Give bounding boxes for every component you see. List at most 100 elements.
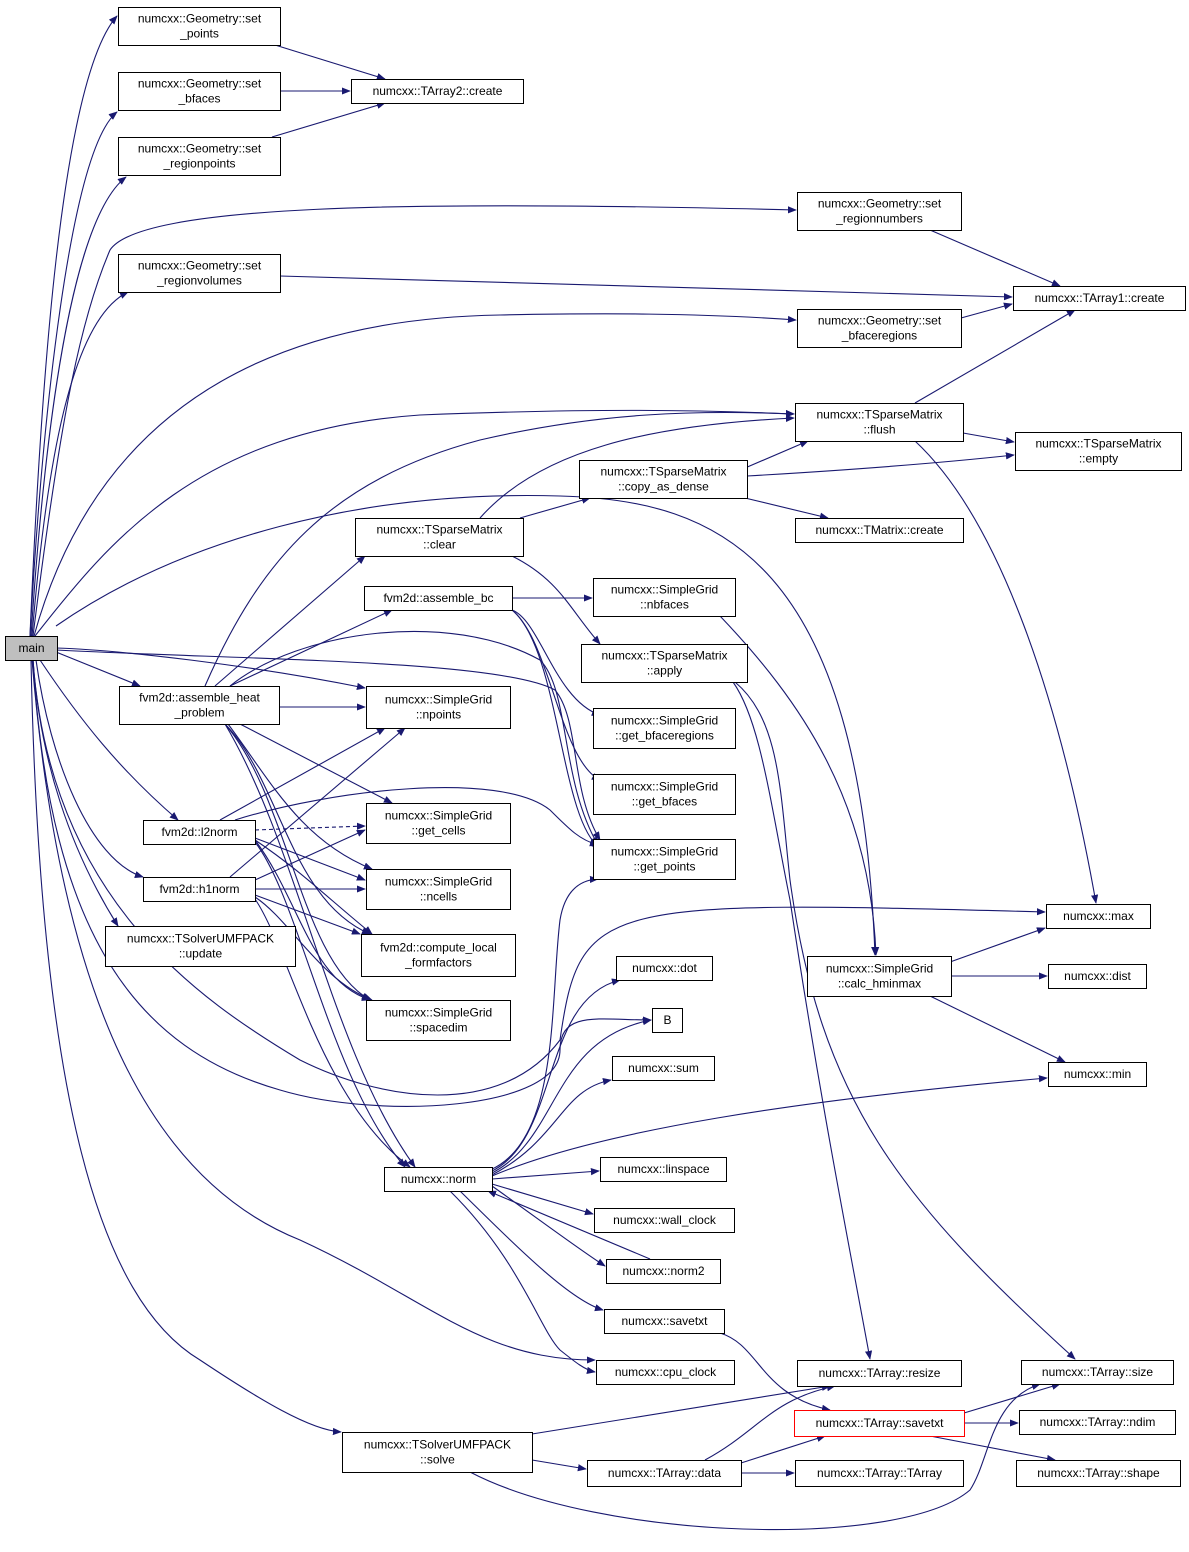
node-tarray_size[interactable]: numcxx::TArray::size [1021,1360,1174,1385]
node-label: numcxx::norm [401,1172,476,1186]
node-dist[interactable]: numcxx::dist [1048,964,1147,989]
node-tarray_ctor[interactable]: numcxx::TArray::TArray [795,1460,964,1487]
node-shape[interactable]: numcxx::TArray::shape [1016,1460,1181,1487]
edge-assemble_bc-to-get_bfaces [511,609,601,781]
edge-l2norm-to-npoints [219,727,386,821]
edge-l2norm-to-ncells [254,837,366,881]
node-copy_as_dense[interactable]: numcxx::TSparseMatrix::copy_as_dense [579,460,748,499]
node-assemble_heat[interactable]: fvm2d::assemble_heat_problem [119,686,280,725]
node-label: numcxx::Geometry::set [138,142,262,156]
edge-set_regionpoints-to-tarray2_create [271,101,386,138]
node-empty[interactable]: numcxx::TSparseMatrix::empty [1015,432,1182,471]
node-label: numcxx::SimpleGrid [611,583,718,597]
node-wall_clock[interactable]: numcxx::wall_clock [594,1208,735,1233]
node-label: numcxx::Geometry::set [138,77,262,91]
edge-nbfaces-to-calc_hminmax [719,615,880,956]
node-tarray_savetxt[interactable]: numcxx::TArray::savetxt [794,1410,965,1437]
node-get_bfaceregions[interactable]: numcxx::SimpleGrid::get_bfaceregions [593,708,736,749]
node-box [606,1259,721,1284]
node-tmatrix_create[interactable]: numcxx::TMatrix::create [795,518,964,543]
node-norm2[interactable]: numcxx::norm2 [606,1259,721,1284]
edge-assemble_bc-to-get_bfaceregions [511,609,601,716]
node-norm[interactable]: numcxx::norm [384,1167,493,1192]
node-set_bfaces[interactable]: numcxx::Geometry::set_bfaces [118,72,281,111]
node-tarray1_create[interactable]: numcxx::TArray1::create [1013,286,1186,311]
node-label: ::nbfaces [640,598,689,612]
node-ncells[interactable]: numcxx::SimpleGrid::ncells [366,869,511,910]
node-label: numcxx::sum [628,1061,699,1075]
node-box [604,1309,725,1334]
edge-clear-to-flush [479,414,795,519]
node-ndim[interactable]: numcxx::TArray::ndim [1019,1410,1176,1435]
node-assemble_bc[interactable]: fvm2d::assemble_bc [364,586,513,611]
node-label: _problem [173,706,224,720]
node-l2norm[interactable]: fvm2d::l2norm [143,820,256,845]
node-label: _bfaces [177,92,220,106]
node-set_regionvolumes[interactable]: numcxx::Geometry::set_regionvolumes [118,254,281,293]
node-set_bfaceregions[interactable]: numcxx::Geometry::set_bfaceregions [797,309,962,348]
edge-main-to-l2norm [39,659,179,821]
edge-tarray_data-to-resize [704,1384,836,1461]
node-dot[interactable]: numcxx::dot [616,956,713,981]
node-B[interactable]: B [652,1008,683,1033]
node-label: numcxx::TSparseMatrix [601,649,727,663]
edge-flush-to-empty [962,432,1015,445]
edge-norm-to-savetxt [459,1190,604,1312]
node-linspace[interactable]: numcxx::linspace [600,1157,727,1182]
edge-norm-to-cpu_clock [449,1190,596,1374]
node-max[interactable]: numcxx::max [1046,904,1151,929]
node-cpu_clock[interactable]: numcxx::cpu_clock [596,1360,735,1385]
node-tarray_data[interactable]: numcxx::TArray::data [587,1460,742,1487]
edge-assemble_heat-to-compute_local [224,723,371,935]
node-h1norm[interactable]: fvm2d::h1norm [143,877,256,902]
node-label: numcxx::TSolverUMFPACK [364,1438,511,1452]
node-clear[interactable]: numcxx::TSparseMatrix::clear [355,518,524,557]
edge-tarray_savetxt-to-tarray_size [963,1382,1061,1414]
node-get_cells[interactable]: numcxx::SimpleGrid::get_cells [366,803,511,844]
node-get_points[interactable]: numcxx::SimpleGrid::get_points [593,839,736,880]
node-npoints[interactable]: numcxx::SimpleGrid::npoints [366,686,511,729]
edge-h1norm-to-compute_local [254,894,361,935]
node-get_bfaces[interactable]: numcxx::SimpleGrid::get_bfaces [593,774,736,815]
node-set_regionnumbers[interactable]: numcxx::Geometry::set_regionnumbers [797,192,962,231]
edge-h1norm-to-norm [254,898,411,1168]
node-box [355,518,524,557]
edge-main-to-max [32,659,1046,1096]
node-savetxt[interactable]: numcxx::savetxt [604,1309,725,1334]
edge-h1norm-to-get_cells [254,829,366,881]
edge-assemble_heat-to-flush [204,410,795,687]
node-resize[interactable]: numcxx::TArray::resize [797,1360,962,1387]
node-compute_local[interactable]: fvm2d::compute_local_formfactors [361,934,516,977]
node-box [593,578,736,617]
node-label: fvm2d::assemble_heat [139,691,260,705]
node-box [807,956,952,997]
node-update[interactable]: numcxx::TSolverUMFPACK::update [105,926,296,967]
node-main[interactable]: main [5,636,58,661]
node-tarray2_create[interactable]: numcxx::TArray2::create [351,79,524,104]
edge-assemble_heat-to-ncells [227,723,373,870]
node-label: ::solve [420,1453,455,1467]
node-label: ::get_points [633,860,695,874]
edge-solve-to-resize [531,1383,831,1435]
node-box [1021,1360,1174,1385]
node-set_points[interactable]: numcxx::Geometry::set_points [118,7,281,46]
node-label: numcxx::TArray1::create [1035,291,1165,305]
node-box [384,1167,493,1192]
node-calc_hminmax[interactable]: numcxx::SimpleGrid::calc_hminmax [807,956,952,997]
node-min[interactable]: numcxx::min [1048,1062,1147,1087]
node-set_regionpoints[interactable]: numcxx::Geometry::set_regionpoints [118,137,281,176]
node-apply[interactable]: numcxx::TSparseMatrix::apply [581,644,748,683]
edge-l2norm-to-get_cells [254,822,366,831]
node-box [795,403,964,442]
node-label: ::clear [423,538,456,552]
edge-main-to-calc_hminmax [55,494,879,956]
node-nbfaces[interactable]: numcxx::SimpleGrid::nbfaces [593,578,736,617]
node-solve[interactable]: numcxx::TSolverUMFPACK::solve [342,1432,533,1473]
edge-norm2-to-norm [487,1190,651,1260]
node-sum[interactable]: numcxx::sum [612,1056,715,1081]
node-spacedim[interactable]: numcxx::SimpleGrid::spacedim [366,1000,511,1041]
node-label: _regionpoints [162,157,235,171]
node-box [351,79,524,104]
node-box [579,460,748,499]
node-flush[interactable]: numcxx::TSparseMatrix::flush [795,403,964,442]
